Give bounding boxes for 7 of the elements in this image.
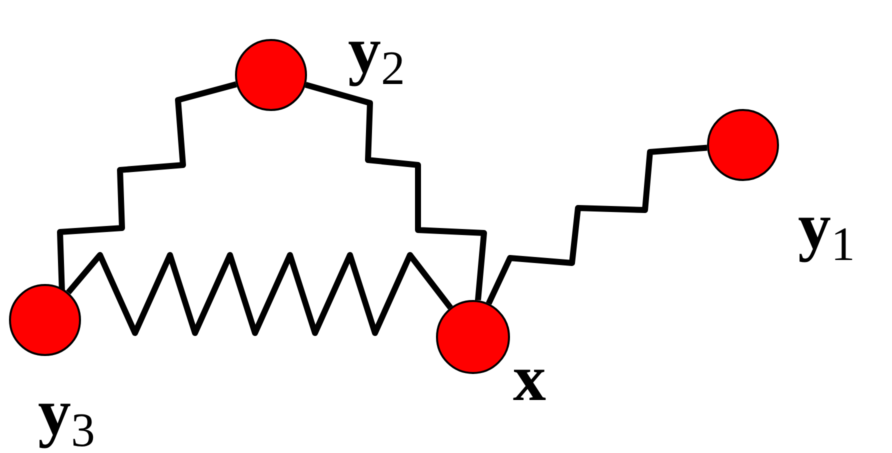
node-label: y$_{1}$ [798,194,855,269]
connector-line [486,144,708,305]
node-label: y$_{3}$ [38,380,95,453]
node-label: x [513,346,546,412]
node-label: y$_{2}$ [348,18,405,93]
spring-connector [66,252,453,336]
connector-line [304,82,487,303]
